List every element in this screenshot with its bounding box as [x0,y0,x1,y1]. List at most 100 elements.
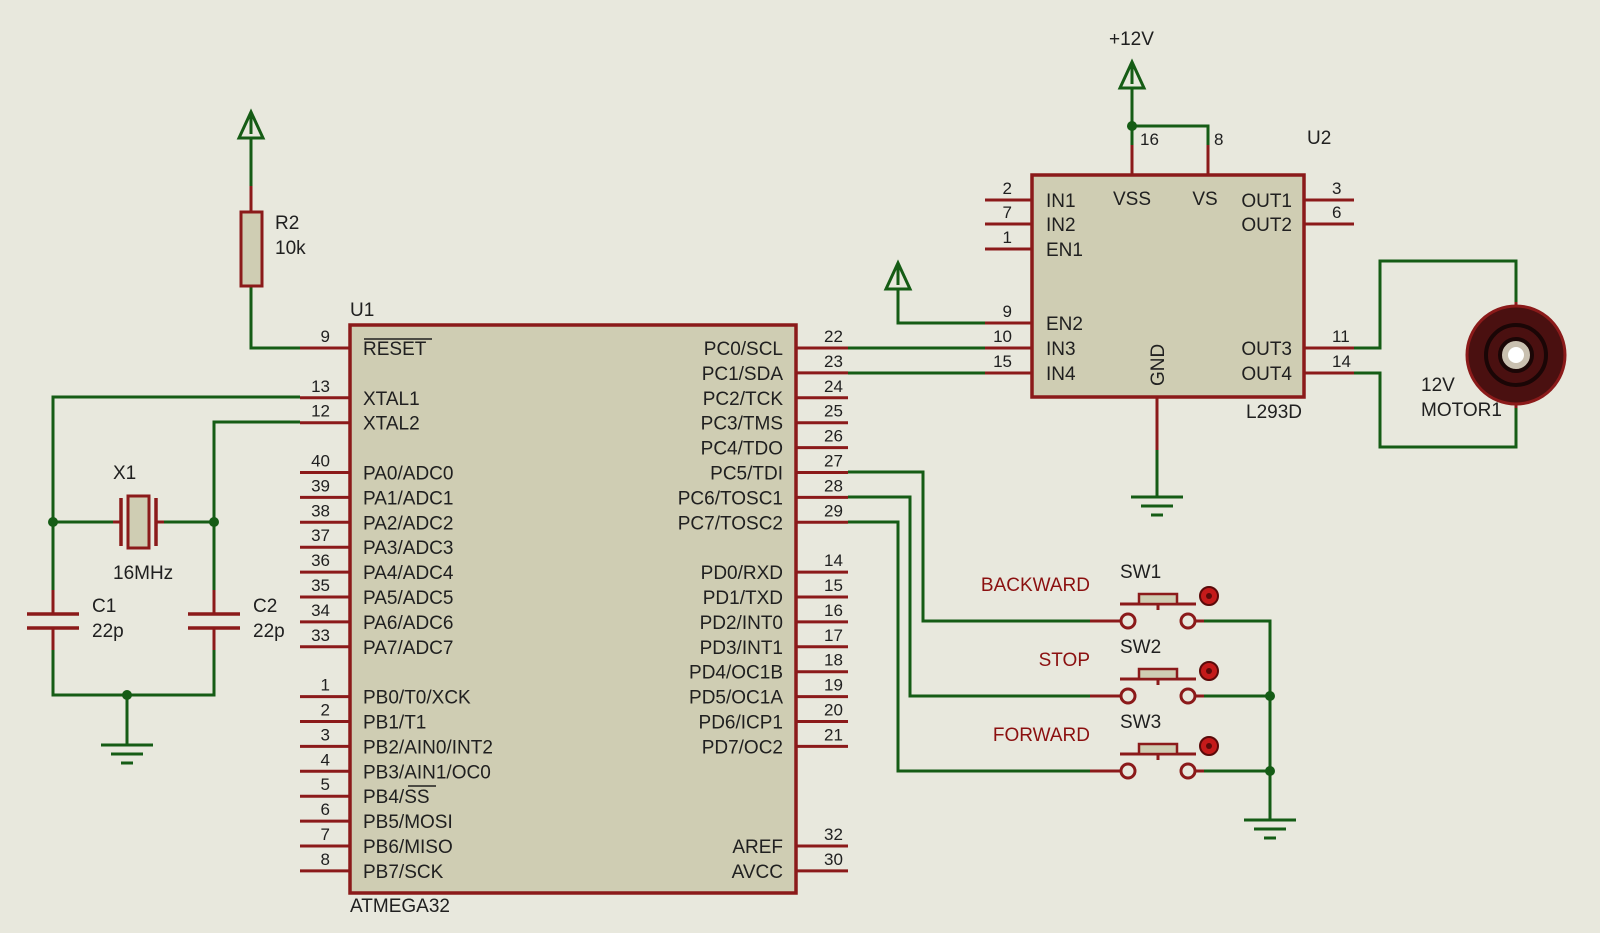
u1-pin-num-25: 25 [824,402,843,421]
u2-pin-num-6: 6 [1332,203,1341,222]
u1-left-pins: 9RESET13XTAL112XTAL240PA0/ADC039PA1/ADC1… [300,327,493,883]
u1-body [348,323,798,895]
u1-pin-num-26: 26 [824,427,843,446]
u2-pin-label-en1: EN1 [1046,240,1083,261]
x1-ref: X1 [113,463,136,484]
u2-pin-label-vs: VS [1192,189,1217,210]
motor-1: 12V MOTOR1 [1421,302,1567,421]
u1-pin-label-pa4-adc4: PA4/ADC4 [363,563,454,584]
u1-pin-num-1: 1 [321,676,330,695]
x1-body [126,494,151,550]
switch-button[interactable] [1137,667,1179,681]
u2-pin-label-vss: VSS [1113,189,1151,210]
power-symbol-en2 [884,261,912,291]
u1-pin-label-pc1-sda: PC1/SDA [702,364,784,385]
u2-pin-label-in4: IN4 [1046,364,1076,385]
u1-pin-label-pb4-ss: PB4/SS [363,787,430,808]
r2-value: 10k [275,238,306,259]
u2-pin-label-out4: OUT4 [1241,364,1292,385]
u1-pin-num-14: 14 [824,551,843,570]
ground-symbol [1242,818,1298,840]
u2-body [1030,173,1306,399]
u1-pin-num-23: 23 [824,352,843,371]
u1-pin-num-21: 21 [824,725,843,744]
u1-pin-label-xtal2: XTAL2 [363,414,420,435]
switch-contact [1119,762,1137,780]
u1-pin-num-7: 7 [321,825,330,844]
u1-pin-num-28: 28 [824,476,843,495]
u1-pin-label-reset: RESET [363,339,427,360]
u1-pin-label-pc7-tosc2: PC7/TOSC2 [678,513,783,534]
motor-value: 12V [1421,375,1455,396]
u1-pin-label-pd4-oc1b: PD4/OC1B [689,663,783,684]
u1-pin-num-24: 24 [824,377,843,396]
junction [1265,691,1275,701]
u2-pin-label-en2: EN2 [1046,314,1083,335]
resistor-r2: R2 10k [239,186,306,288]
c2-ref: C2 [253,596,277,617]
u1-pin-label-pd3-int1: PD3/INT1 [700,638,783,659]
power-12v-label: +12V [1109,29,1154,50]
u1-pin-label-pb0-t0-xck: PB0/T0/XCK [363,688,471,709]
u1-pin-label-pc3-tms: PC3/TMS [701,414,783,435]
u1-pin-label-pa5-adc5: PA5/ADC5 [363,588,453,609]
u1-pin-num-37: 37 [311,526,330,545]
u1-pin-num-22: 22 [824,327,843,346]
power-12v-symbol [1118,60,1146,90]
c1-ref: C1 [92,596,116,617]
u2-pin-num-15: 15 [993,352,1012,371]
u2-pin-num-3: 3 [1332,179,1341,198]
u1-pin-num-39: 39 [311,476,330,495]
u1-pin-label-pa2-adc2: PA2/ADC2 [363,513,453,534]
u2-pin-num-16: 16 [1140,130,1159,149]
u2-pin-label-gnd: GND [1148,344,1169,386]
u1-pin-label-pa6-adc6: PA6/ADC6 [363,613,453,634]
switch-button[interactable] [1137,742,1179,756]
u2-pin-label-out2: OUT2 [1241,215,1292,236]
u1-pin-num-5: 5 [321,775,330,794]
u1-pin-num-6: 6 [321,800,330,819]
u1-pin-num-15: 15 [824,576,843,595]
u1-pin-num-8: 8 [321,850,330,869]
switch-button[interactable] [1137,592,1179,606]
switch-contact [1179,762,1197,780]
u1-ref: U1 [350,300,374,321]
u2-pin-num-14: 14 [1332,352,1351,371]
u2-pin-num-11: 11 [1332,327,1350,346]
u1-pin-label-pa0-adc0: PA0/ADC0 [363,464,453,485]
u2-pin-label-out3: OUT3 [1241,339,1292,360]
u1-atmega32: U1 ATMEGA32 9RESET13XTAL112XTAL240PA0/AD… [300,300,848,917]
u1-pin-label-pd0-rxd: PD0/RXD [701,563,783,584]
u2-pin-num-7: 7 [1003,203,1012,222]
u1-pin-label-pd6-icp1: PD6/ICP1 [699,713,783,734]
u1-pin-num-38: 38 [311,501,330,520]
u1-pin-label-pd2-int0: PD2/INT0 [700,613,783,634]
r2-ref: R2 [275,213,299,234]
u1-pin-label-pc2-tck: PC2/TCK [703,389,784,410]
u1-pin-label-avcc: AVCC [732,862,783,883]
u1-right-pins: 22PC0/SCL23PC1/SDA24PC2/TCK25PC3/TMS26PC… [678,327,848,883]
u1-pin-num-2: 2 [321,701,330,720]
u1-pin-num-27: 27 [824,452,843,471]
u1-pin-label-pb3-ain1-oc0: PB3/AIN1/OC0 [363,762,491,783]
motor-ref: MOTOR1 [1421,400,1502,421]
junction [1265,766,1275,776]
switch-contact [1179,612,1197,630]
u1-pin-num-3: 3 [321,725,330,744]
u1-pin-label-pb5-mosi: PB5/MOSI [363,812,453,833]
u1-pin-num-12: 12 [311,402,330,421]
u1-pin-num-19: 19 [824,676,843,695]
switch-label-forward: FORWARD [993,725,1090,746]
u1-pin-num-36: 36 [311,551,330,570]
u1-pin-num-40: 40 [311,452,330,471]
u2-pin-num-9: 9 [1003,302,1012,321]
ground-symbol [1129,495,1185,517]
junction [1127,121,1137,131]
